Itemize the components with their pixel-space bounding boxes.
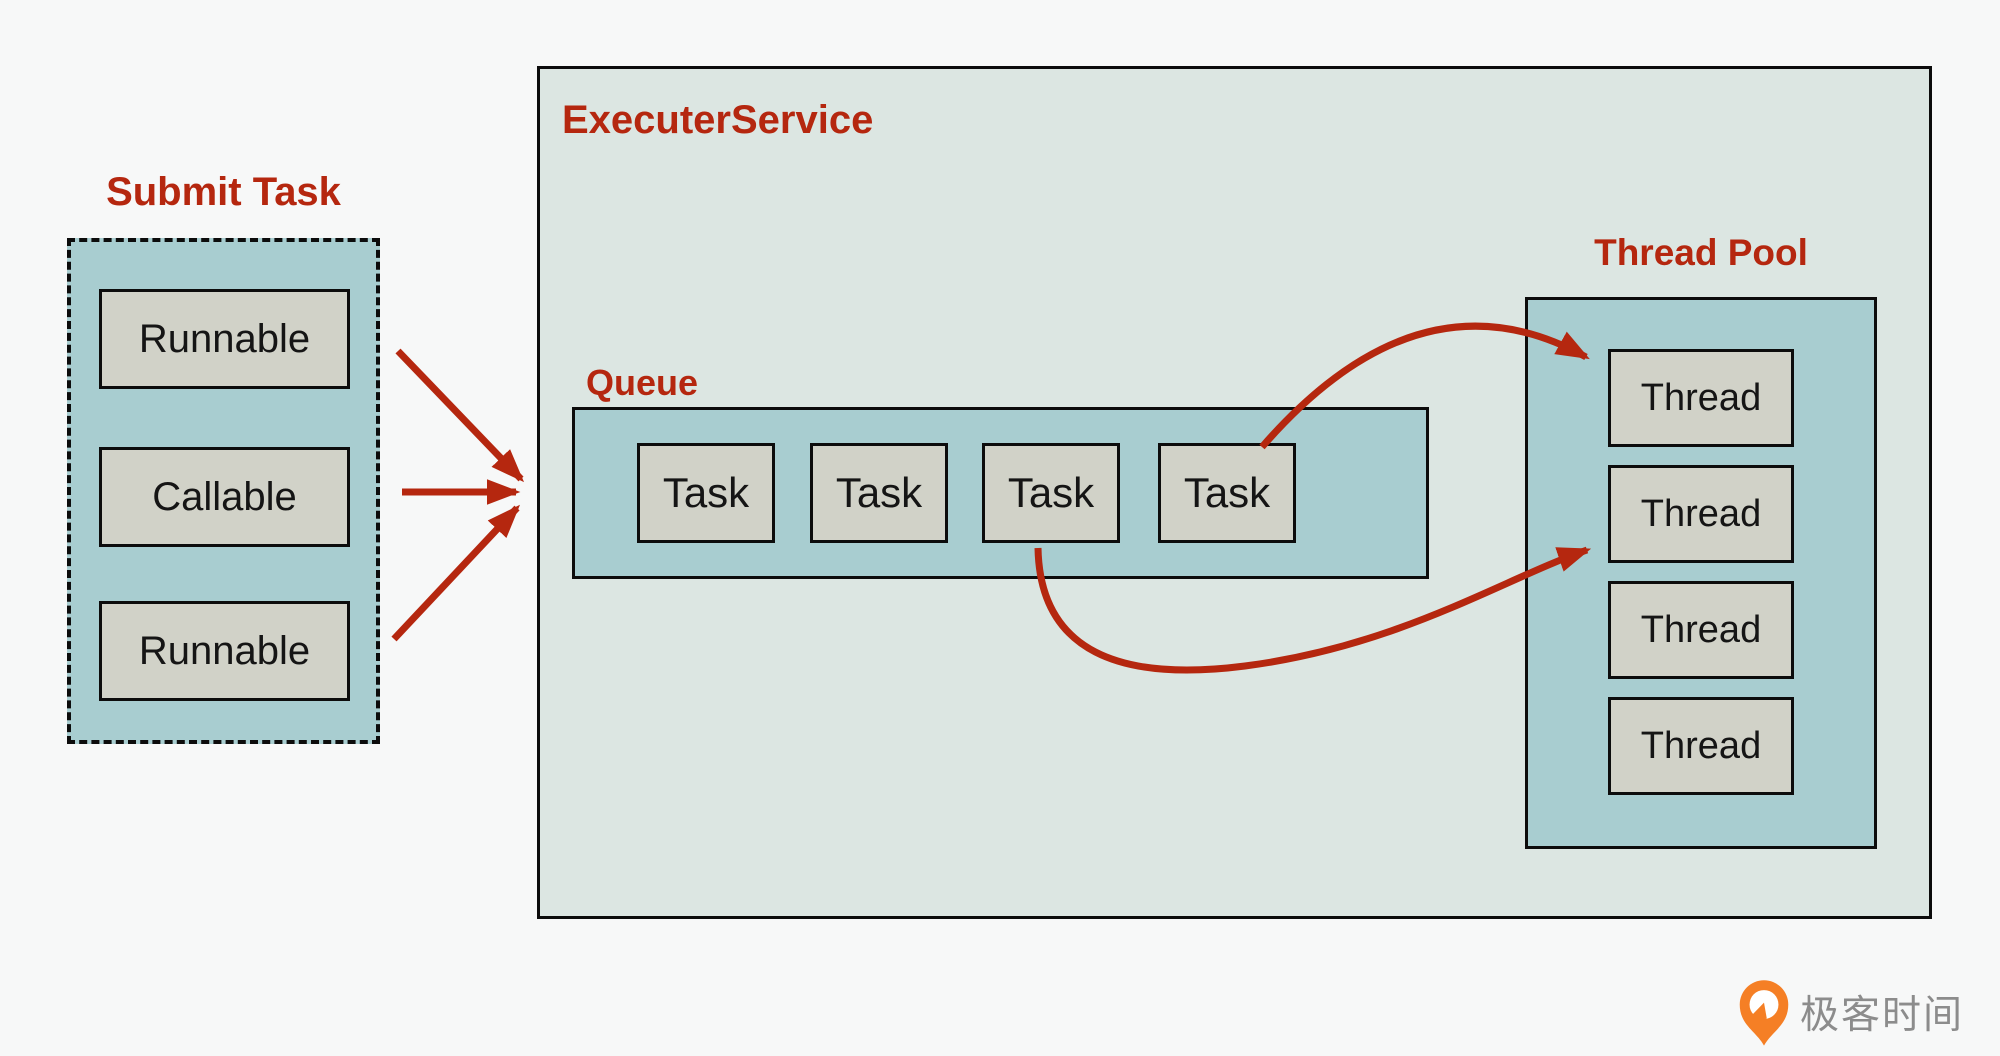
task-box-3: Task [982,443,1120,543]
thread-box-2-label: Thread [1640,492,1762,535]
callable-box-label: Callable [152,474,297,519]
runnable-box-1-label: Runnable [138,316,311,361]
executor-service-title: ExecuterService [562,98,874,142]
submit-arrow-runnable1 [395,348,525,483]
runnable-box-1: Runnable [99,289,350,389]
thread-box-1-label: Thread [1640,376,1762,419]
queue-title: Queue [586,362,699,403]
task-box-1-label: Task [662,469,750,516]
thread-box-4-label: Thread [1640,724,1762,767]
brand-logo: 极客时间 [1736,978,1964,1046]
geektime-pin-icon [1739,980,1789,1046]
runnable-box-2-label: Runnable [138,628,311,673]
runnable-box-2: Runnable [99,601,350,701]
task-box-4-label: Task [1183,469,1271,516]
submit-task-title: Submit Task [106,170,341,214]
thread-box-4: Thread [1608,697,1794,795]
task-box-2: Task [810,443,948,543]
brand-logo-text: 极客时间 [1800,994,1965,1037]
thread-pool-title: Thread Pool [1594,232,1808,273]
task-box-3-label: Task [1007,469,1095,516]
thread-box-1: Thread [1608,349,1794,447]
submit-arrow-runnable2 [391,504,520,642]
task-box-1: Task [637,443,775,543]
callable-box: Callable [99,447,350,547]
task-box-2-label: Task [835,469,923,516]
thread-box-3-label: Thread [1640,608,1762,651]
thread-box-3: Thread [1608,581,1794,679]
thread-box-2: Thread [1608,465,1794,563]
task-box-4: Task [1158,443,1296,543]
